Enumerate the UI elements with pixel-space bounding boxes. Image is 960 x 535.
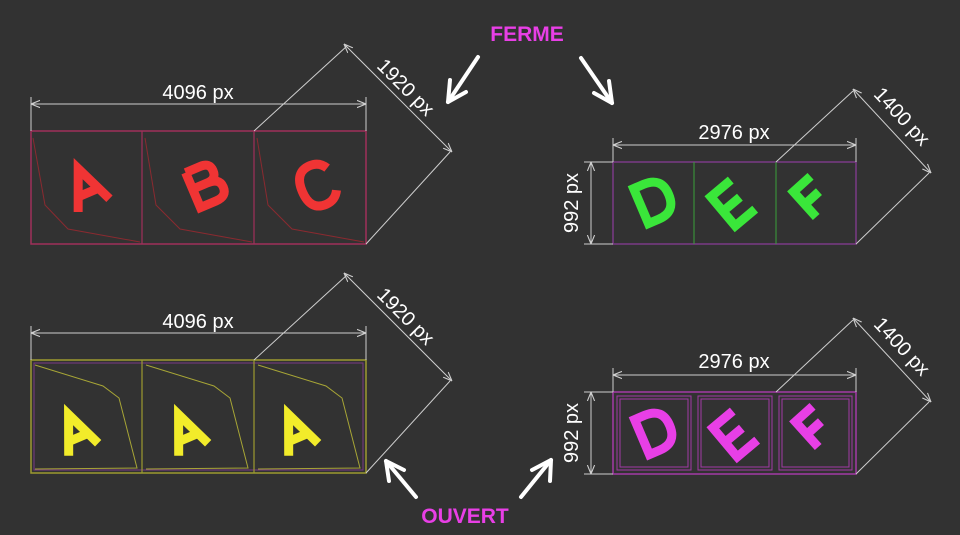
letter-f-open: F	[789, 402, 824, 451]
dim-label-1920-open: 1920 px	[372, 284, 438, 350]
dim-label-992-open: 992 px	[561, 403, 583, 463]
closed-right-assembly: 2976 px 992 px 1400 px D E F	[561, 83, 934, 245]
dim-label-2976-open: 2976 px	[698, 351, 769, 373]
letter-f-closed: F	[787, 172, 822, 221]
letter-e-open: E	[706, 407, 761, 464]
closed-right-frame	[612, 161, 857, 245]
letter-a-open-3: A	[284, 403, 322, 456]
closed-right-letter-1: D	[653, 200, 655, 202]
open-left-letter-1: A	[75, 430, 77, 433]
letter-b-closed: B	[181, 160, 229, 214]
letter-d-closed: D	[627, 177, 676, 230]
arrow-ouvert-left	[384, 459, 418, 499]
closed-left-letter-1: A	[85, 185, 87, 188]
open-left-letter-2: A	[185, 430, 187, 433]
letter-e-closed: E	[704, 176, 759, 233]
dim-line-1920-closed	[344, 44, 452, 152]
dim-label-1920-closed: 1920 px	[372, 55, 438, 121]
closed-left-assembly: 4096 px 1920 px A B C	[30, 44, 452, 245]
arrow-ferme-left	[446, 55, 480, 104]
dim-line-1400-open	[853, 318, 931, 402]
letter-d-open: D	[628, 408, 677, 461]
dim-label-4096-closed: 4096 px	[162, 82, 233, 104]
open-left-frame	[30, 359, 367, 474]
label-ferme: FERME	[490, 23, 564, 46]
open-right-assembly: 2976 px 992 px 1400 px D E F	[561, 313, 934, 475]
open-left-assembly: 4096 px 1920 px A A A	[30, 273, 452, 474]
dim-label-4096-open: 4096 px	[162, 311, 233, 333]
dim-line-1400-closed	[853, 89, 931, 173]
arrow-ouvert-right	[519, 458, 553, 499]
letter-a-closed: A	[73, 157, 113, 213]
letter-a-open-1: A	[64, 403, 102, 456]
closed-left-letter-3: C	[318, 184, 320, 186]
dim-label-992-closed: 992 px	[561, 173, 583, 233]
arrow-ferme-right	[579, 56, 614, 105]
letter-a-open-2: A	[174, 403, 212, 456]
closed-left-frame	[30, 130, 367, 245]
dim-line-1920-open	[344, 273, 452, 381]
open-right-letter-1: D	[654, 431, 656, 433]
open-left-letter-3: A	[295, 430, 297, 433]
open-right-frame	[612, 391, 857, 475]
label-ouvert: OUVERT	[421, 505, 509, 528]
letter-c-closed: C	[295, 159, 341, 211]
dim-label-2976-closed: 2976 px	[698, 122, 769, 144]
